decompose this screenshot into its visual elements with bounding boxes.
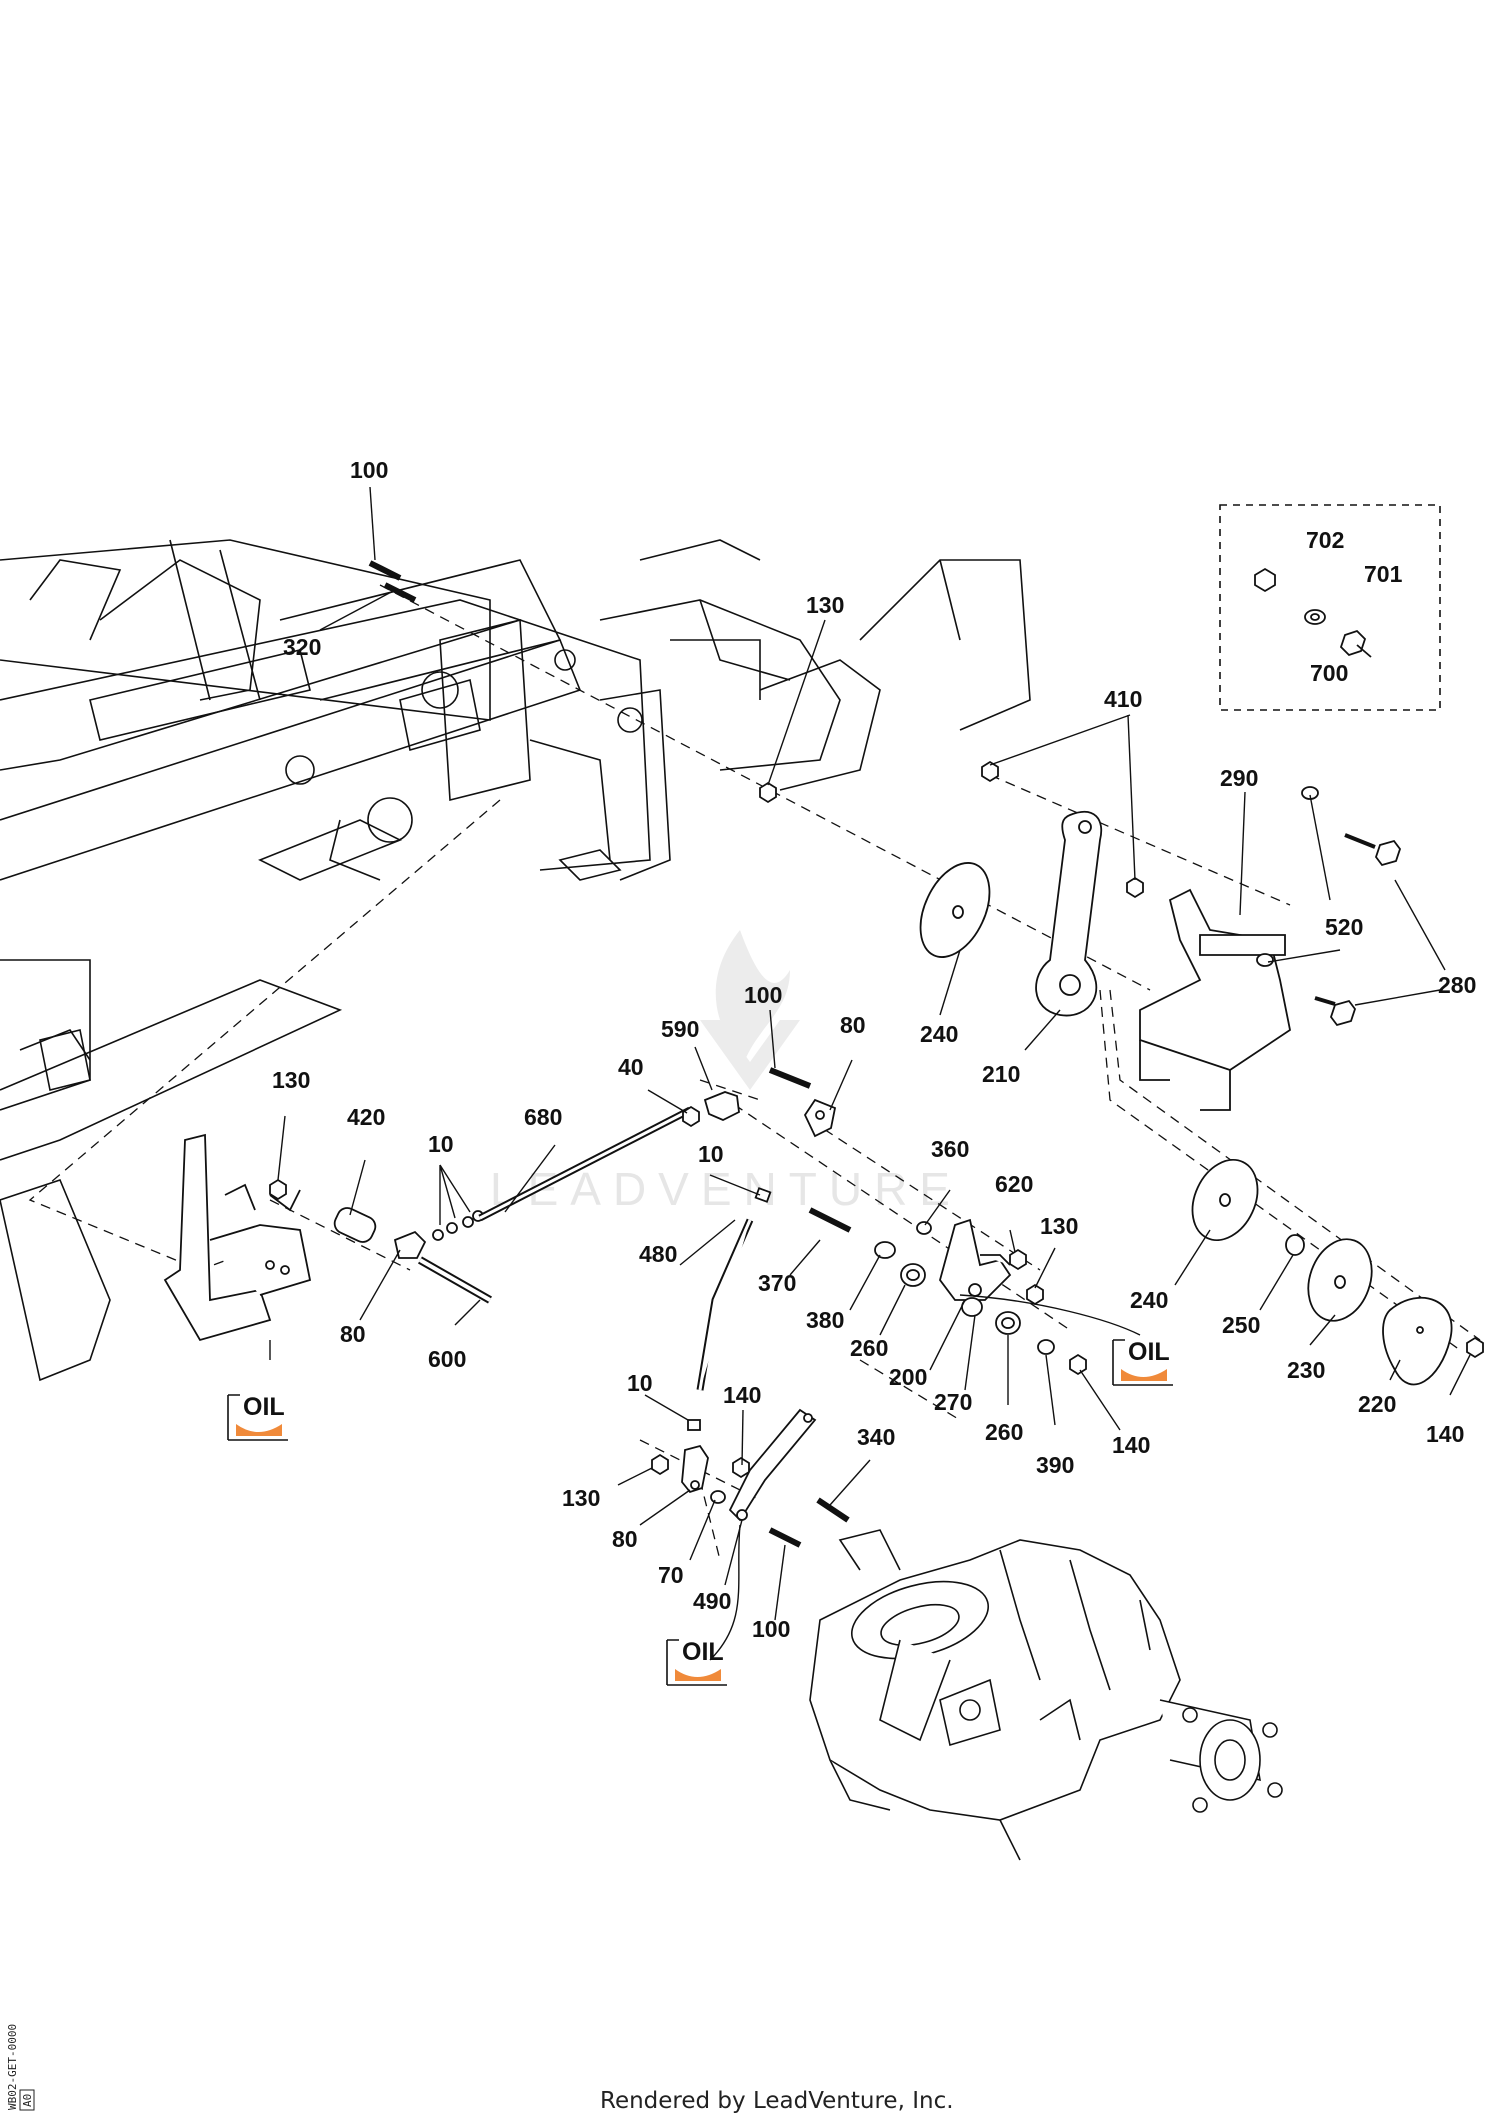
callout-702: 702 [1306, 527, 1344, 553]
callout-210: 210 [982, 1061, 1020, 1087]
callout-360: 360 [931, 1136, 969, 1162]
callout-40: 40 [618, 1054, 644, 1080]
callout-620: 620 [995, 1171, 1033, 1197]
callout-220: 220 [1358, 1391, 1396, 1417]
oil-label: OIL [243, 1393, 285, 1421]
parts-drawing [163, 560, 1484, 1548]
callout-130: 130 [562, 1485, 600, 1511]
drawing-code: WB02-GET-0000 A0 [6, 2024, 35, 2111]
callout-80: 80 [340, 1321, 366, 1347]
callout-280: 280 [1438, 972, 1476, 998]
leader-lines [269, 486, 1471, 1661]
callout-290: 290 [1220, 765, 1258, 791]
oil-symbol-right: OIL [1112, 1338, 1173, 1386]
callout-140: 140 [723, 1382, 761, 1408]
callout-260: 260 [850, 1335, 888, 1361]
drawing-rev-text: A0 [21, 2094, 34, 2107]
footer-credit: Rendered by LeadVenture, Inc. [600, 2088, 954, 2114]
callout-520: 520 [1325, 914, 1363, 940]
callout-labels: 100 320 130 702 701 700 410 290 520 280 … [272, 457, 1476, 1642]
watermark-text: LEADVENTURE [490, 1163, 962, 1215]
callout-590: 590 [661, 1016, 699, 1042]
callout-340: 340 [857, 1424, 895, 1450]
callout-230: 230 [1287, 1357, 1325, 1383]
callout-490: 490 [693, 1588, 731, 1614]
callout-10: 10 [627, 1370, 653, 1396]
callout-100: 100 [350, 457, 388, 483]
callout-10: 10 [698, 1141, 724, 1167]
callout-130: 130 [806, 592, 844, 618]
oil-label: OIL [1128, 1338, 1170, 1366]
callout-270: 270 [934, 1389, 972, 1415]
callout-390: 390 [1036, 1452, 1074, 1478]
callout-420: 420 [347, 1104, 385, 1130]
callout-480: 480 [639, 1241, 677, 1267]
oil-label: OIL [682, 1638, 724, 1666]
inset-box [1219, 504, 1441, 711]
callout-260: 260 [985, 1419, 1023, 1445]
chassis-frame-drawing [0, 539, 1031, 1382]
callout-10: 10 [428, 1131, 454, 1157]
callout-80: 80 [840, 1012, 866, 1038]
callout-680: 680 [524, 1104, 562, 1130]
callout-410: 410 [1104, 686, 1142, 712]
callout-140: 140 [1112, 1432, 1150, 1458]
callout-700: 700 [1310, 660, 1348, 686]
callout-380: 380 [806, 1307, 844, 1333]
oil-symbol-center: OIL [666, 1638, 727, 1686]
callout-100: 100 [752, 1616, 790, 1642]
transaxle-drawing [809, 1529, 1283, 1861]
callout-130: 130 [272, 1067, 310, 1093]
callout-130: 130 [1040, 1213, 1078, 1239]
callout-370: 370 [758, 1270, 796, 1296]
callout-600: 600 [428, 1346, 466, 1372]
callout-140: 140 [1426, 1421, 1464, 1447]
callout-70: 70 [658, 1562, 684, 1588]
drawing-code-text: WB02-GET-0000 [6, 2024, 19, 2110]
callout-320: 320 [283, 634, 321, 660]
callout-100: 100 [744, 982, 782, 1008]
callout-240: 240 [1130, 1287, 1168, 1313]
callout-200: 200 [889, 1364, 927, 1390]
callout-240: 240 [920, 1021, 958, 1047]
callout-80: 80 [612, 1526, 638, 1552]
assembly-lines [28, 584, 1481, 1561]
callout-250: 250 [1222, 1312, 1260, 1338]
callout-701: 701 [1364, 561, 1403, 587]
oil-symbol-left: OIL [227, 1393, 288, 1441]
